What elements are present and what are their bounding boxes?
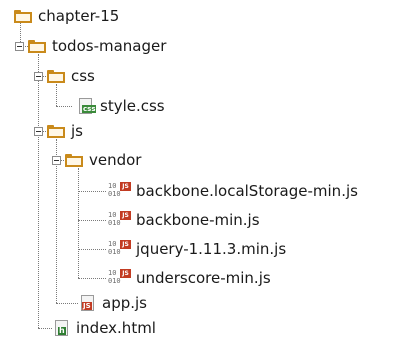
tree-connector (20, 20, 21, 46)
tree-node-css[interactable]: css (34, 63, 95, 89)
tree-node-label: app.js (102, 294, 147, 312)
tree-node-todos-manager[interactable]: todos-manager (15, 33, 166, 59)
tree-node-label: index.html (76, 319, 156, 337)
tree-connector (78, 278, 106, 279)
collapse-toggle-icon[interactable] (34, 126, 43, 136)
tree-connector (56, 160, 66, 161)
tree-connector (56, 139, 57, 303)
collapse-toggle-icon[interactable] (34, 71, 43, 81)
tree-node-label: js (71, 122, 83, 140)
tree-node-chapter-15[interactable]: chapter-15 (14, 3, 119, 29)
tree-connector (78, 168, 79, 278)
tree-connector (78, 220, 106, 221)
css-file-icon: css (78, 98, 97, 114)
folder-icon (47, 124, 65, 138)
tree-node-label: jquery-1.11.3.min.js (136, 240, 287, 258)
tree-node-label: style.css (100, 97, 165, 115)
tree-node-label: chapter-15 (38, 7, 120, 25)
folder-icon (47, 69, 65, 83)
tree-connector (38, 328, 52, 329)
collapse-toggle-icon[interactable] (52, 155, 61, 165)
tree-node-vendor[interactable]: vendor (52, 147, 141, 173)
html-file-icon: h (54, 320, 70, 336)
folder-icon (14, 9, 32, 23)
tree-node-style-css[interactable]: css style.css (78, 93, 165, 119)
tree-connector (56, 84, 57, 106)
folder-icon (65, 153, 83, 167)
tree-connector (56, 106, 72, 107)
tree-connector (78, 191, 106, 192)
tree-connector (38, 76, 48, 77)
tree-connector (38, 54, 39, 328)
tree-node-label: todos-manager (52, 37, 167, 55)
js-file-icon: JS (80, 295, 96, 311)
tree-connector (78, 249, 106, 250)
tree-node-js[interactable]: js (34, 118, 83, 144)
tree-node-app-js[interactable]: JS app.js (80, 290, 147, 316)
tree-connector (20, 46, 30, 47)
collapse-toggle-icon[interactable] (15, 41, 24, 51)
tree-node-label: css (71, 67, 95, 85)
tree-node-label: backbone-min.js (136, 211, 260, 229)
folder-icon (28, 39, 46, 53)
tree-connector (38, 131, 48, 132)
tree-connector (56, 303, 78, 304)
tree-node-label: underscore-min.js (136, 269, 271, 287)
tree-node-label: vendor (89, 151, 142, 169)
tree-node-label: backbone.localStorage-min.js (136, 182, 358, 200)
tree-node-index-html[interactable]: h index.html (54, 315, 156, 341)
